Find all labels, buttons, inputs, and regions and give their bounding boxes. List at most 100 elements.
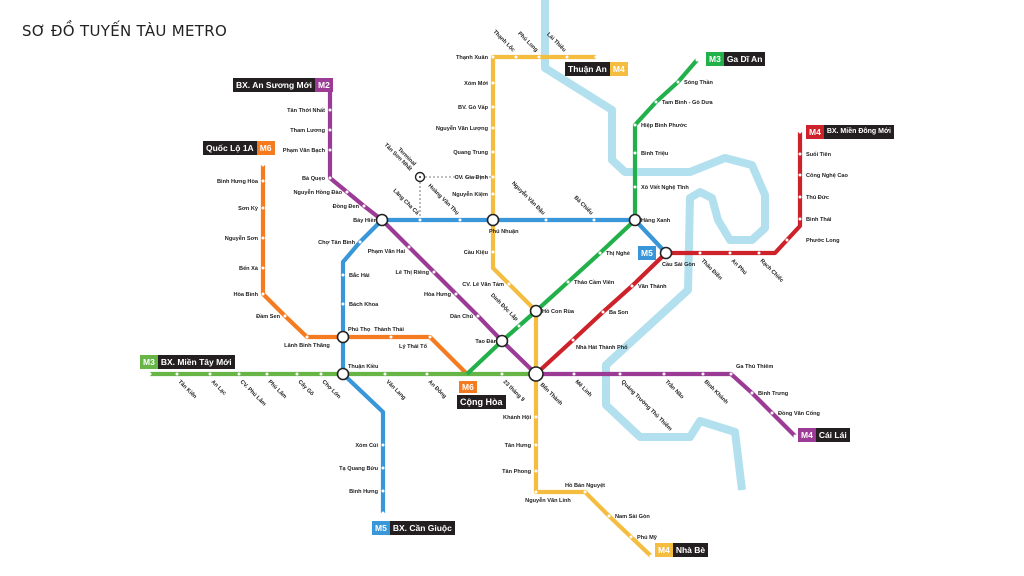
station-dot[interactable] — [618, 372, 622, 376]
interchange-station[interactable] — [486, 213, 500, 227]
station-dot[interactable] — [785, 238, 789, 242]
interchange-station[interactable] — [336, 330, 350, 344]
metro-line-green[interactable] — [465, 58, 699, 376]
station-dot[interactable] — [571, 338, 575, 342]
station-dot[interactable] — [261, 163, 265, 167]
station-dot[interactable] — [265, 372, 269, 376]
station-dot[interactable] — [295, 372, 299, 376]
terminal-badge-an-suong[interactable]: BX. An Sương Mới M2 — [233, 78, 333, 92]
station-dot[interactable] — [491, 150, 495, 154]
station-dot[interactable] — [432, 270, 436, 274]
station-dot[interactable] — [454, 292, 458, 296]
station-dot[interactable] — [798, 173, 802, 177]
interchange-station[interactable] — [528, 366, 544, 382]
station-dot[interactable] — [633, 185, 637, 189]
station-dot[interactable] — [428, 335, 432, 339]
station-dot[interactable] — [476, 314, 480, 318]
station-dot[interactable] — [630, 284, 634, 288]
station-dot[interactable] — [491, 126, 495, 130]
station-dot[interactable] — [283, 314, 287, 318]
station-dot[interactable] — [381, 466, 385, 470]
metro-line-purple[interactable] — [327, 84, 797, 438]
metro-line-orange[interactable] — [260, 165, 469, 376]
station-dot[interactable] — [649, 554, 653, 558]
station-dot[interactable] — [517, 324, 521, 328]
metro-line-yellow[interactable] — [490, 54, 653, 558]
station-dot[interactable] — [341, 302, 345, 306]
station-dot[interactable] — [534, 443, 538, 447]
station-dot[interactable] — [544, 218, 548, 222]
station-dot[interactable] — [798, 217, 802, 221]
station-dot[interactable] — [798, 195, 802, 199]
station-dot[interactable] — [676, 80, 680, 84]
station-dot[interactable] — [341, 273, 345, 277]
station-dot[interactable] — [537, 55, 541, 59]
interchange-station[interactable] — [659, 246, 673, 260]
station-dot[interactable] — [425, 372, 429, 376]
terminal-badge-mien-tay[interactable]: M3 BX. Miền Tây Mới — [140, 355, 235, 369]
station-dot[interactable] — [607, 514, 611, 518]
station-dot[interactable] — [534, 415, 538, 419]
station-dot[interactable] — [729, 372, 733, 376]
station-dot[interactable] — [381, 489, 385, 493]
station-dot[interactable] — [534, 490, 538, 494]
station-dot[interactable] — [208, 372, 212, 376]
station-dot[interactable] — [407, 245, 411, 249]
station-dot[interactable] — [389, 335, 393, 339]
terminal-badge-cong-hoa[interactable]: M6 Cộng Hòa — [457, 381, 506, 409]
terminal-badge-can-giuoc[interactable]: M5 BX. Cần Giuộc — [372, 521, 455, 535]
station-dot[interactable] — [629, 535, 633, 539]
metro-line-red[interactable] — [534, 132, 803, 376]
station-dot[interactable] — [633, 151, 637, 155]
station-dot[interactable] — [654, 100, 658, 104]
station-dot[interactable] — [491, 55, 495, 59]
station-dot[interactable] — [662, 372, 666, 376]
interchange-station[interactable] — [336, 367, 350, 381]
station-dot[interactable] — [328, 108, 332, 112]
interchange-station[interactable] — [375, 213, 389, 227]
terminal-badge-thuan-an[interactable]: Thuận An M4 — [565, 62, 628, 76]
station-dot[interactable] — [491, 250, 495, 254]
station-dot[interactable] — [583, 490, 587, 494]
station-dot[interactable] — [358, 240, 362, 244]
station-dot[interactable] — [261, 292, 265, 296]
terminal-badge-nha-be[interactable]: M4 Nhà Bè — [655, 543, 709, 557]
station-dot[interactable] — [491, 175, 495, 179]
station-dot[interactable] — [798, 152, 802, 156]
station-dot[interactable] — [305, 335, 309, 339]
station-dot[interactable] — [383, 372, 387, 376]
station-dot[interactable] — [601, 310, 605, 314]
station-dot[interactable] — [261, 236, 265, 240]
station-dot[interactable] — [418, 218, 422, 222]
station-dot[interactable] — [514, 55, 518, 59]
station-dot[interactable] — [565, 55, 569, 59]
station-dot[interactable] — [507, 282, 511, 286]
terminal-badge-di-an[interactable]: M3 Ga Dĩ An — [706, 52, 766, 66]
terminal-badge-cai-lai[interactable]: M4 Cái Lái — [798, 428, 850, 442]
station-dot[interactable] — [175, 372, 179, 376]
station-dot[interactable] — [594, 55, 598, 59]
station-dot[interactable] — [237, 372, 241, 376]
terminal-badge-mien-dong[interactable]: M4 BX. Miền Đông Mới — [806, 125, 894, 139]
station-dot[interactable] — [319, 372, 323, 376]
station-dot[interactable] — [500, 372, 504, 376]
station-dot[interactable] — [381, 511, 385, 515]
station-dot[interactable] — [793, 434, 797, 438]
airport-terminal[interactable]: Terminal Tân Sơn Nhất — [383, 142, 426, 183]
station-dot[interactable] — [328, 128, 332, 132]
station-dot[interactable] — [566, 280, 570, 284]
station-dot[interactable] — [701, 372, 705, 376]
station-dot[interactable] — [148, 372, 152, 376]
station-dot[interactable] — [757, 251, 761, 255]
station-dot[interactable] — [728, 251, 732, 255]
station-dot[interactable] — [381, 443, 385, 447]
station-dot[interactable] — [698, 251, 702, 255]
station-dot[interactable] — [633, 123, 637, 127]
station-dot[interactable] — [770, 411, 774, 415]
station-dot[interactable] — [328, 176, 332, 180]
station-dot[interactable] — [491, 192, 495, 196]
station-dot[interactable] — [458, 218, 462, 222]
station-dot[interactable] — [362, 204, 366, 208]
station-dot[interactable] — [261, 266, 265, 270]
station-dot[interactable] — [598, 251, 602, 255]
